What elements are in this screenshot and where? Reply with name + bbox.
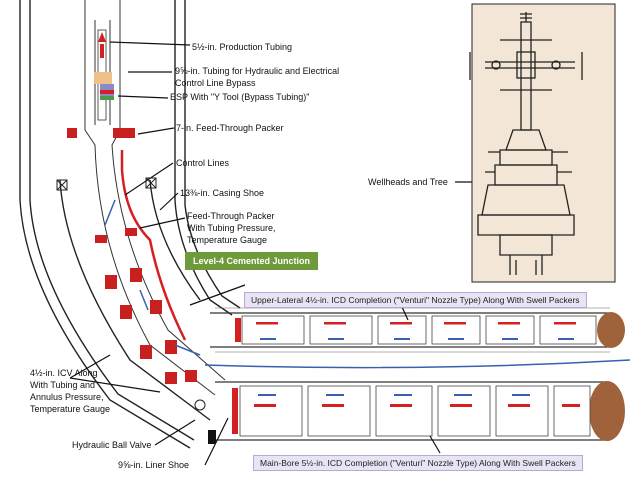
label-control-lines: Control Lines	[176, 158, 230, 168]
upper-lateral-caption: Upper-Lateral 4½-in. ICD Completion ("Ve…	[244, 292, 587, 308]
label-feed-through-packer-3: Temperature Gauge	[187, 235, 268, 245]
label-feed-through-packer-1: Feed-Through Packer	[187, 211, 275, 221]
main-bore-caption: Main-Bore 5½-in. ICD Completion ("Ventur…	[253, 455, 583, 471]
label-casing-shoe: 13⅜-in. Casing Shoe	[180, 188, 265, 198]
liner-shoe-symbol	[208, 430, 216, 444]
label-icv-1: 4½-in. ICV Along	[30, 368, 98, 378]
up-arrow-icon	[98, 32, 106, 42]
ball-valve-symbol	[194, 399, 206, 411]
leader-lines	[69, 41, 500, 466]
label-icv-3: Annulus Pressure,	[30, 392, 104, 402]
label-production-tubing: 5½-in. Production Tubing	[192, 42, 293, 52]
label-bypass-tubing-line2: Control Line Bypass	[175, 78, 256, 88]
label-bypass-tubing-line1: 9⅝-in. Tubing for Hydraulic and Electric…	[175, 66, 340, 76]
casing-shoe-markers	[56, 177, 157, 191]
label-ball-valve: Hydraulic Ball Valve	[72, 440, 152, 450]
packer-markers	[67, 128, 197, 384]
main-bore-end-plug	[589, 381, 625, 441]
label-icv-2: With Tubing and	[30, 380, 96, 390]
label-icv-4: Temperature Gauge	[30, 404, 111, 414]
label-wellheads: Wellheads and Tree	[368, 177, 448, 187]
control-line	[120, 150, 187, 341]
junction-badge: Level-4 Cemented Junction	[185, 252, 319, 270]
label-liner-shoe: 9⅝-in. Liner Shoe	[118, 460, 190, 470]
wellhead-tree-panel	[469, 3, 616, 283]
label-7in-packer: 7-in. Feed-Through Packer	[176, 123, 284, 133]
label-feed-through-packer-2: With Tubing Pressure,	[187, 223, 276, 233]
lateral-flow-line	[204, 359, 631, 369]
label-esp: ESP With "Y Tool (Bypass Tubing)"	[170, 92, 310, 102]
flow-arrows-blue	[104, 199, 201, 356]
esp-block	[94, 72, 112, 84]
lateral-end-plug	[597, 312, 625, 348]
upper-lateral-string	[210, 307, 625, 353]
main-bore-string	[194, 381, 625, 444]
